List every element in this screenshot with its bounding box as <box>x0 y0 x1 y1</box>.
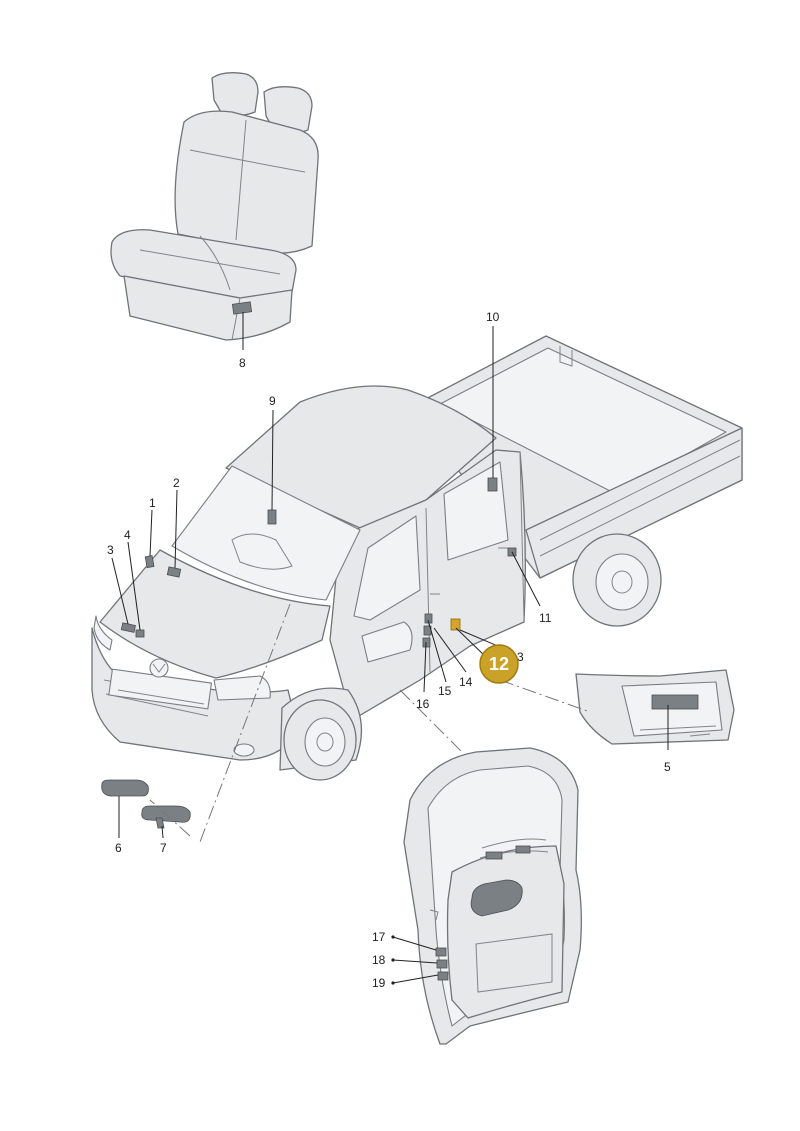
callout-10: 10 <box>486 310 500 324</box>
highlight-label[interactable]: 12 <box>489 654 509 674</box>
callout-2: 2 <box>173 476 180 490</box>
callout-11: 11 <box>539 611 552 625</box>
callout-7: 7 <box>160 841 167 855</box>
callout-1: 1 <box>149 496 156 510</box>
callout-14: 14 <box>459 675 473 689</box>
callout-3: 3 <box>107 543 114 557</box>
door-shell-illustration <box>403 747 582 1045</box>
callout-5: 5 <box>664 760 671 774</box>
highlight-circle[interactable] <box>479 644 519 684</box>
callout-15: 15 <box>438 684 452 698</box>
callout-8: 8 <box>239 356 246 370</box>
highlight-badge-12[interactable]: 12 <box>479 644 519 684</box>
reference-lines <box>149 603 591 843</box>
truck-illustration <box>91 335 743 781</box>
callout-16: 16 <box>416 697 430 711</box>
callout-18: 18 <box>372 953 386 967</box>
callout-17: 17 <box>372 930 386 944</box>
callout-6: 6 <box>115 841 122 855</box>
callout-19: 19 <box>372 976 386 990</box>
callout-9: 9 <box>269 394 276 408</box>
callout-4: 4 <box>124 528 131 542</box>
callout-labels: 1 2 3 3 4 5 6 7 8 9 10 11 14 15 16 17 18… <box>107 310 671 990</box>
callout-3-door: 3 <box>517 650 524 664</box>
seat-illustration <box>110 72 319 341</box>
door-pillar-detail <box>575 669 735 745</box>
handles-detail <box>101 779 191 829</box>
